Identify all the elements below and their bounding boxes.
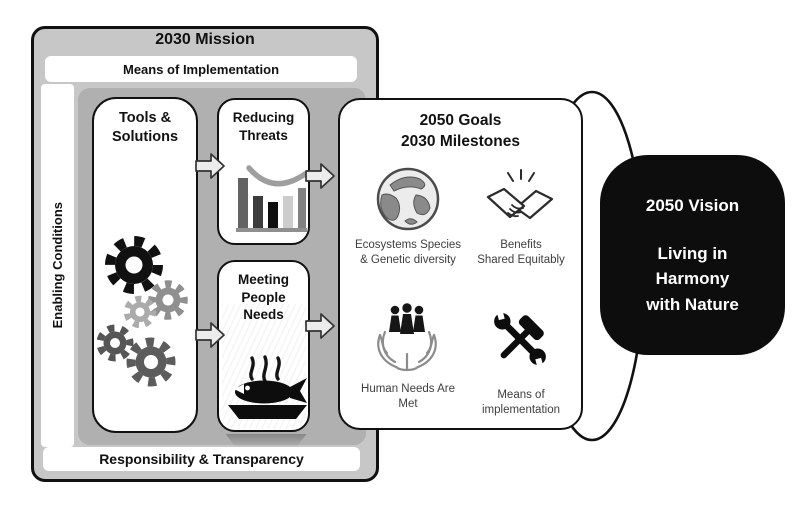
goal-label-means-implementation: Means of implementation <box>482 389 560 416</box>
means-of-implementation-bar: Means of Implementation <box>45 56 357 82</box>
mission-title: 2030 Mission <box>155 31 255 48</box>
reducing-threats-title: Reducing Threats <box>232 110 295 143</box>
fish-on-plate-icon <box>228 355 307 419</box>
enabling-bar-label: Enabling Conditions <box>50 202 65 329</box>
vision-box: 2050 Vision Living in Harmony with Natur… <box>600 155 785 355</box>
meeting-people-needs-title: Meeting People Needs <box>237 272 289 322</box>
goal-label-human-needs: Human Needs Are Met <box>361 383 455 410</box>
meeting-people-needs-box: Meeting People Needs <box>217 260 310 432</box>
vision-line: Harmony <box>655 269 730 288</box>
responsibility-bar-label: Responsibility & Transparency <box>99 451 304 467</box>
goals-milestones-box: 2050 Goals 2030 Milestones Ecosystems Sp… <box>338 98 583 430</box>
steam-lines <box>249 355 281 383</box>
crossed-tools-icon <box>494 307 546 371</box>
globe-icon <box>376 167 440 231</box>
goal-label-benefits: Benefits Shared Equitably <box>477 239 565 266</box>
tools-solutions-title: Tools & Solutions <box>111 110 179 145</box>
means-bar-label: Means of Implementation <box>122 61 280 77</box>
box-reflection <box>225 434 307 447</box>
vision-title: 2050 Vision <box>645 196 740 215</box>
goal-label-ecosystems: Ecosystems Species & Genetic diversity <box>354 239 462 266</box>
reducing-threats-box: Reducing Threats <box>217 98 310 245</box>
goals-milestones-title: 2050 Goals 2030 Milestones <box>401 112 520 151</box>
vision-line: Living in <box>657 243 728 263</box>
vision-line: with Nature <box>646 294 739 314</box>
responsibility-transparency-bar: Responsibility & Transparency <box>43 447 360 471</box>
tools-solutions-box: Tools & Solutions <box>92 97 198 433</box>
declining-bar-chart-icon <box>236 165 307 232</box>
handshake-icon <box>486 169 554 220</box>
gears-icon <box>96 236 188 387</box>
enabling-conditions-bar: Enabling Conditions <box>41 84 74 447</box>
people-in-hands-icon <box>377 303 437 372</box>
